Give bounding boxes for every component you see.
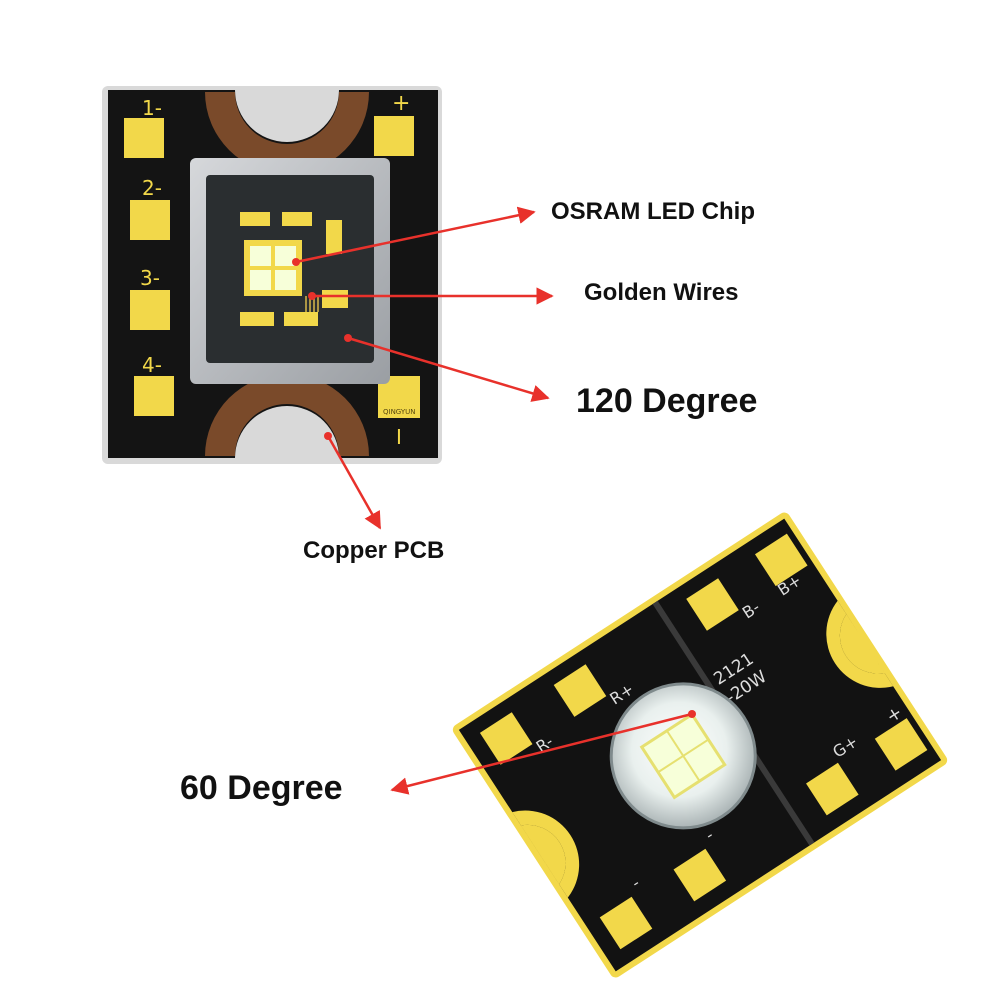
gold-trace: [240, 212, 270, 226]
callout-60-degree: 60 Degree: [180, 769, 343, 807]
arrow-dot: [324, 432, 332, 440]
gold-pad: [874, 718, 928, 771]
gold-pad: [130, 290, 170, 330]
pad-label: 1-: [142, 96, 162, 120]
arrow-dot: [688, 710, 696, 718]
minus-label: I: [396, 425, 402, 449]
gold-pad: [134, 376, 174, 416]
gold-pad: [553, 664, 607, 717]
gold-pad: [754, 533, 808, 587]
pad-label: 2-: [142, 176, 162, 200]
gold-trace: [284, 312, 318, 326]
gold-pad: [673, 848, 727, 902]
gold-pad: [806, 762, 859, 816]
arrow-dot: [344, 334, 352, 342]
gold-trace: [326, 220, 342, 254]
led-die: [275, 270, 296, 290]
copper-ring-top: [205, 92, 369, 174]
callout-copper-pcb: Copper PCB: [303, 537, 445, 564]
arrow-120: [347, 336, 550, 402]
led-die: [250, 270, 271, 290]
gold-pad: [124, 118, 164, 158]
arrow-dot: [308, 292, 316, 300]
led-die: [250, 246, 271, 266]
callout-120-degree: 120 Degree: [576, 382, 758, 420]
gold-trace: [240, 312, 274, 326]
led-die: [275, 246, 296, 266]
pad-label: 3-: [140, 266, 160, 290]
arrow-copper: [326, 435, 382, 530]
gold-trace: [322, 290, 348, 308]
top-led-board: 1- 2- 3- 4- + I QINGYUN: [102, 86, 442, 464]
arrow-dot: [292, 258, 300, 266]
callout-osram-led-chip: OSRAM LED Chip: [551, 198, 755, 225]
arrow-60: [390, 712, 693, 795]
gold-notch: [512, 810, 580, 898]
gold-pad: [599, 896, 653, 950]
arrow-osram: [295, 206, 536, 264]
gold-pad: [374, 116, 414, 156]
bottom-led-board: R- R+ B- B+ G+ - - + 2121 -20W: [452, 512, 948, 978]
gold-trace: [282, 212, 312, 226]
gold-pad: [479, 712, 533, 765]
pad-label: 4-: [142, 353, 162, 377]
gold-pad: [686, 578, 739, 631]
gold-pad: [130, 200, 170, 240]
logo-text: QINGYUN: [383, 408, 416, 416]
gold-notch: [826, 600, 894, 688]
callout-arrows: [295, 206, 693, 795]
plus-label: +: [392, 91, 410, 116]
led-die-divider: [657, 738, 709, 774]
copper-ring-bottom: [205, 374, 369, 456]
callout-golden-wires: Golden Wires: [584, 279, 739, 306]
